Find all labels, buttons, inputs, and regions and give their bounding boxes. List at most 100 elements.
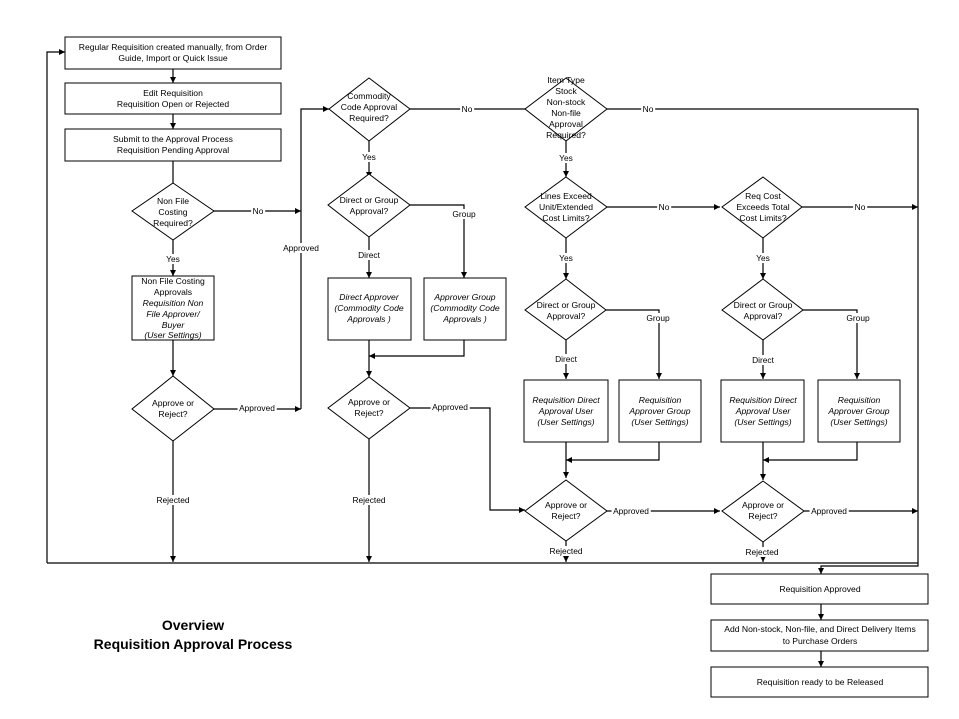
submit-label-2: Requisition Pending Approval [117, 145, 229, 155]
approved-label: Requisition Approved [779, 584, 860, 594]
commodity-code-decision [328, 77, 411, 142]
edge-label-background [460, 104, 475, 114]
requisition-ready-box [710, 666, 929, 698]
arrow-down-icon [818, 568, 824, 574]
itemtype-q-2: Stock [555, 86, 577, 96]
edge-label-background [750, 355, 777, 365]
direct-group-decision-2 [524, 278, 607, 341]
edge-approved-bus [300, 108, 329, 409]
direct-approver-2: (Commodity Code [334, 303, 403, 313]
arrow-down-icon [563, 373, 569, 379]
arrow-down-icon [760, 556, 766, 562]
edge-label-background [360, 152, 378, 162]
edge-approver-group-out [369, 340, 465, 357]
req-cost-3: Cost Limits? [739, 213, 786, 223]
edge-label-background [743, 547, 781, 557]
requisition-approver-group-box-1 [618, 379, 702, 443]
edge-label-background [430, 402, 470, 412]
label-approve4-approved: Approved [811, 506, 847, 516]
edge-reqgroup2-out [763, 442, 858, 461]
edge-label-background [154, 495, 192, 505]
arrow-right-icon [59, 49, 65, 55]
label-itemtype-no: No [643, 104, 654, 114]
req-direct2-2: Approval User [735, 406, 792, 416]
edit-requisition-box [64, 82, 282, 115]
dg1-1: Direct or Group [340, 195, 399, 205]
edge-label-background [450, 209, 478, 219]
title-line-2: Requisition Approval Process [94, 636, 293, 652]
req-cost-2: Exceeds Total [736, 202, 789, 212]
edge-label-background [164, 254, 182, 264]
approve4-2: Reject? [748, 511, 777, 521]
edge-label-background [237, 403, 277, 413]
label-dg2-group: Group [646, 313, 670, 323]
req-group2-2: Approver Group [827, 406, 889, 416]
edge-label-background [547, 546, 585, 556]
arrow-right-icon [295, 406, 301, 412]
label-approve2-approved: Approved [432, 402, 468, 412]
approve2-1: Approve or [348, 397, 390, 407]
create-requisition-box [64, 36, 282, 70]
add-po-2: to Purchase Orders [783, 636, 858, 646]
direct-approver-box [327, 277, 412, 341]
edge-label-background [657, 202, 672, 212]
approve4-1: Approve or [742, 500, 784, 510]
edge-label-background [809, 506, 849, 516]
label-approve3-rejected: Rejected [549, 546, 582, 556]
arrow-down-icon [366, 371, 372, 377]
nonfile-q-3: Required? [153, 218, 193, 228]
label-reqcost-yes: Yes [756, 253, 770, 263]
arrow-left-icon [369, 353, 375, 359]
edge-label-background [557, 153, 575, 163]
node-labels: Regular Requisition created manually, fr… [79, 42, 916, 687]
nonfile-box-1: Non File Costing [141, 276, 205, 286]
edge-dg2-group [606, 309, 660, 379]
req-direct2-1: Requisition Direct [729, 395, 797, 405]
approve1-1: Approve or [152, 398, 194, 408]
label-approve3-approved: Approved [613, 506, 649, 516]
label-nonfile-yes: Yes [166, 254, 180, 264]
lines-exceed-3: Cost Limits? [542, 213, 589, 223]
arrow-down-icon [818, 614, 824, 620]
arrow-down-icon [170, 77, 176, 83]
lines-exceed-1: Lines Exceed [540, 191, 592, 201]
approve2-2: Reject? [354, 408, 383, 418]
arrow-down-icon [760, 373, 766, 379]
arrow-right-icon [714, 204, 720, 210]
itemtype-q-1: Item Type [547, 75, 585, 85]
edit-label-2: Requisition Open or Rejected [117, 99, 229, 109]
lines-exceed-decision [524, 176, 608, 239]
nonfile-q-1: Non File [157, 196, 189, 206]
approver-group-box [423, 277, 507, 341]
itemtype-q-3: Non-stock [547, 97, 586, 107]
arrow-down-icon [854, 373, 860, 379]
nonfile-costing-approvals-box [131, 275, 215, 341]
label-bus-approved: Approved [283, 243, 319, 253]
req-direct1-3: (User Settings) [537, 417, 594, 427]
label-itemtype-yes: Yes [559, 153, 573, 163]
requisition-approved-box [710, 573, 929, 605]
label-dg2-direct: Direct [555, 354, 578, 364]
req-cost-1: Req Cost [745, 191, 781, 201]
create-label-2: Guide, Import or Quick Issue [118, 53, 228, 63]
arrow-right-icon [519, 507, 525, 513]
dg2-1: Direct or Group [537, 300, 596, 310]
label-lines-yes: Yes [559, 253, 573, 263]
nonfile-box-5: Buyer [162, 320, 186, 330]
arrow-down-icon [563, 273, 569, 279]
arrow-down-icon [818, 661, 824, 667]
edge-label-background [281, 243, 321, 253]
arrow-down-icon [366, 272, 372, 278]
nonfile-q-2: Costing [158, 207, 187, 217]
arrow-right-icon [912, 204, 918, 210]
edge-label-background [644, 313, 672, 323]
itemtype-q-5: Approval [549, 119, 583, 129]
edge-dg3-group [803, 309, 858, 379]
req-direct2-3: (User Settings) [734, 417, 791, 427]
label-commodity-no: No [462, 104, 473, 114]
arrow-right-icon [295, 208, 301, 214]
edge-label-background [754, 253, 772, 263]
label-dg3-direct: Direct [752, 355, 775, 365]
dg2-2: Approval? [547, 311, 586, 321]
